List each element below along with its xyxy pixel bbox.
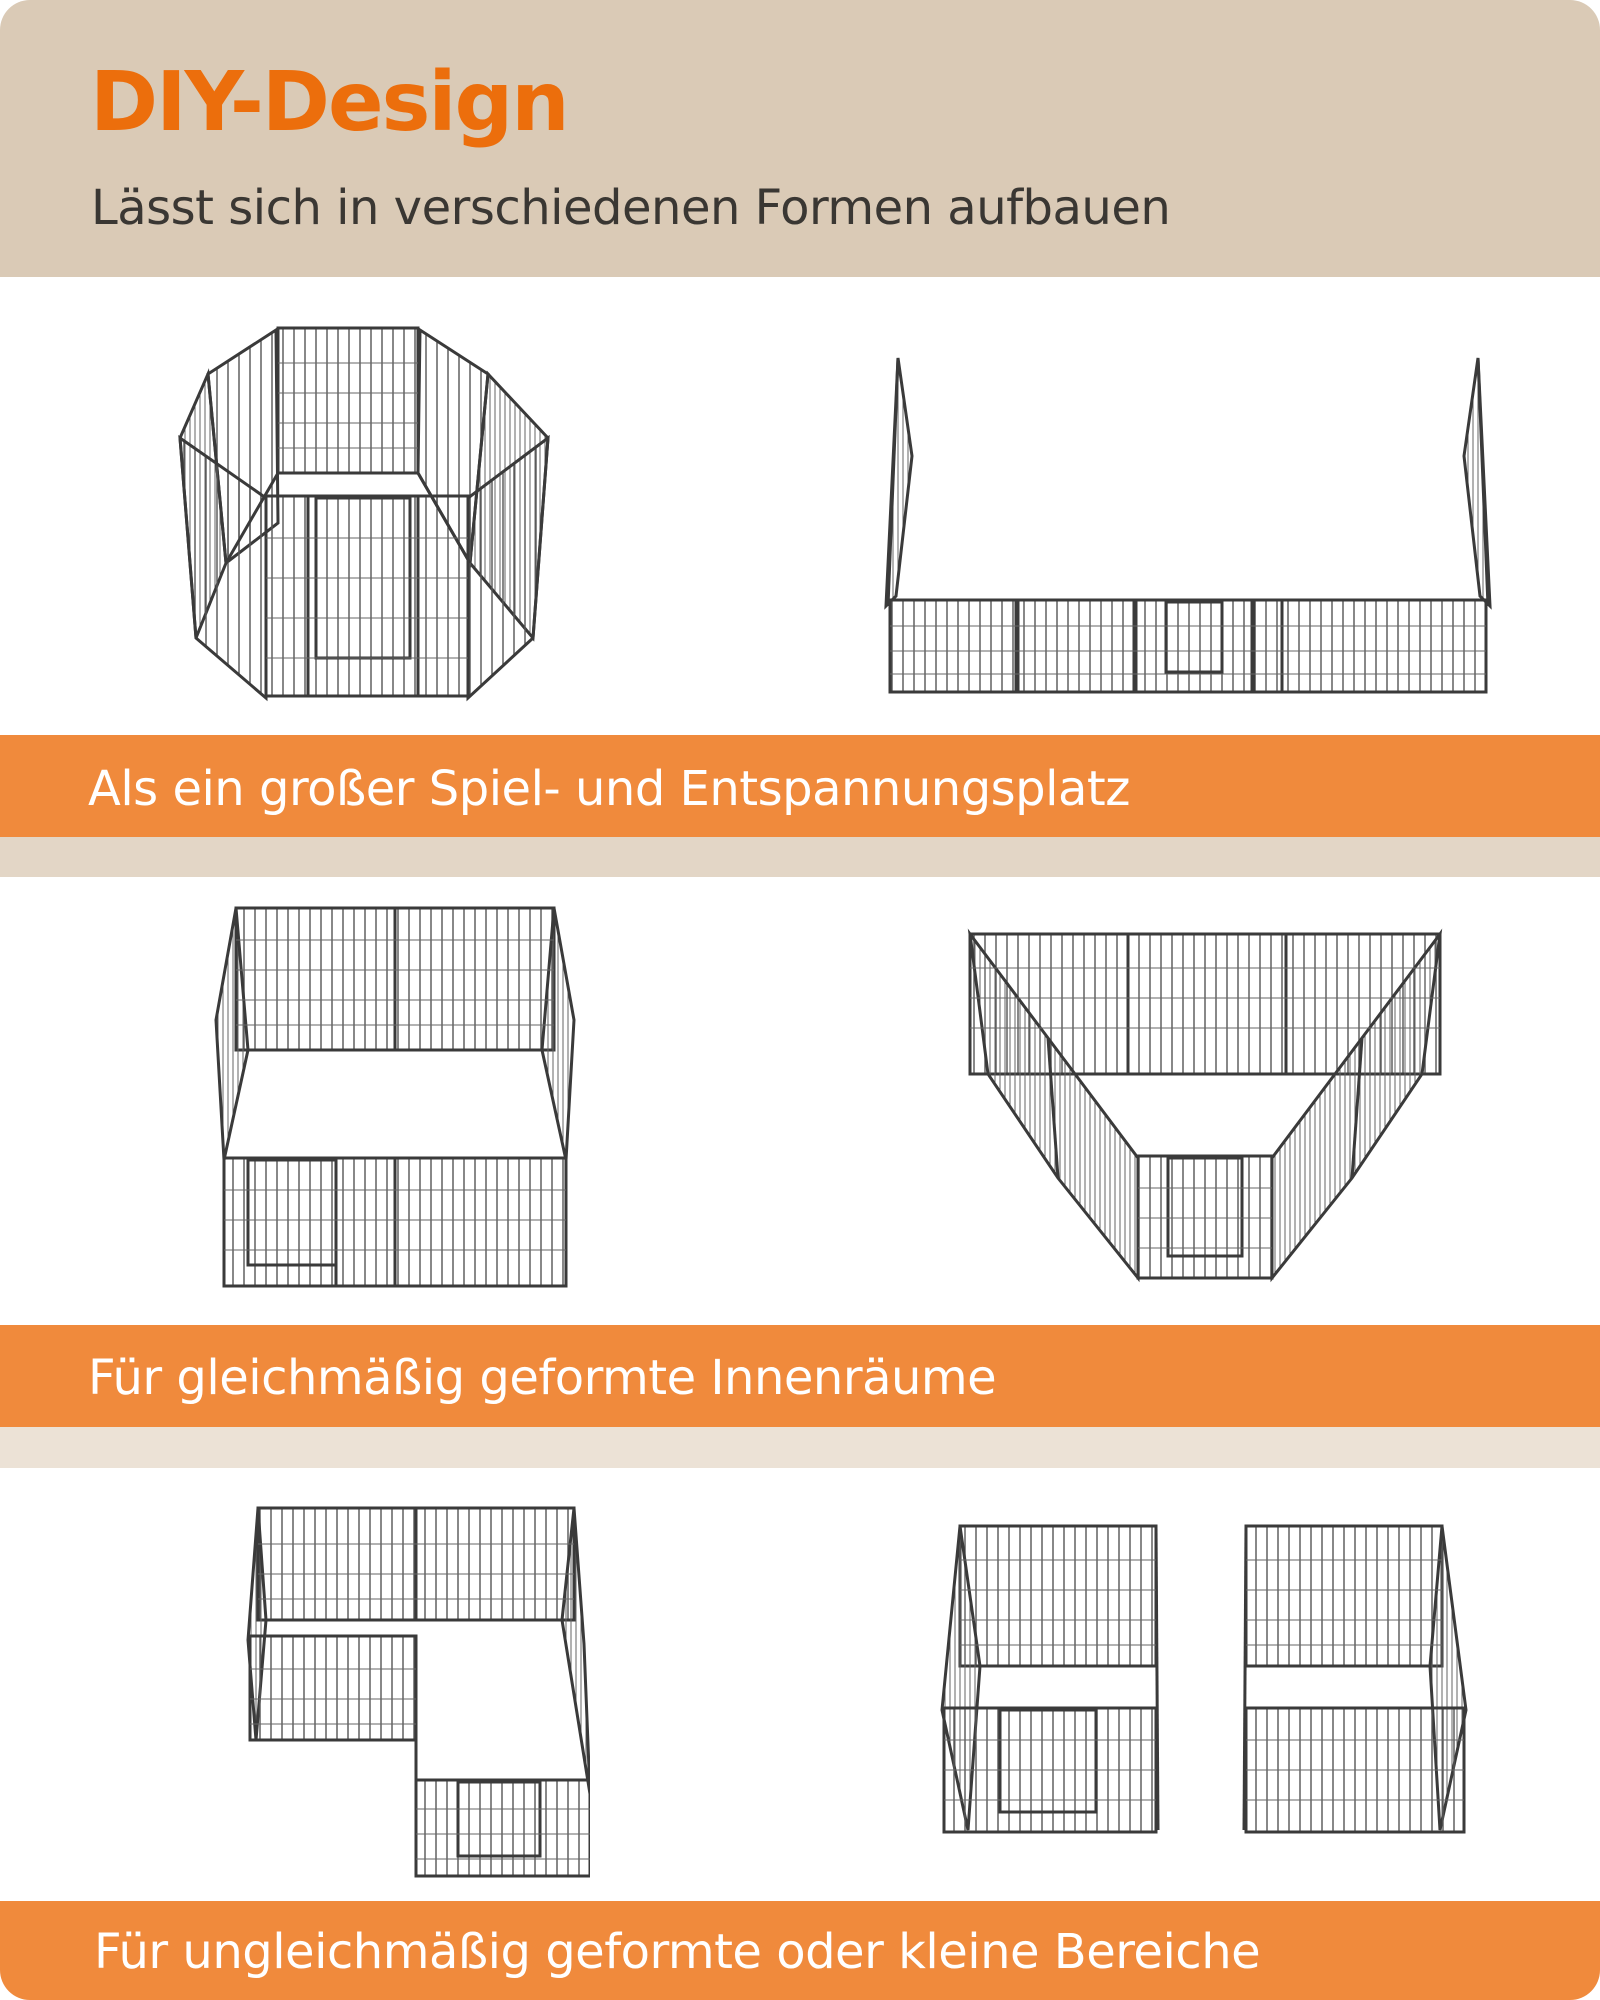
section-divider-1: [0, 837, 1600, 877]
caption-regular-rooms: Für gleichmäßig geformte Innenräume: [88, 1350, 997, 1406]
small-pen-illustration: [1240, 1520, 1472, 1840]
caption-irregular-small-areas: Für ungleichmäßig geformte oder kleine B…: [94, 1924, 1261, 1980]
square-pen-illustration: [206, 900, 584, 1292]
header-banner: DIY-Design Lässt sich in verschiedenen F…: [0, 0, 1600, 277]
page-subtitle: Lässt sich in verschiedenen Formen aufba…: [91, 180, 1171, 236]
u-shape-pen-illustration: [876, 356, 1500, 696]
trapezoid-pen-illustration: [958, 928, 1452, 1286]
l-shape-pen-illustration: [244, 1504, 590, 1882]
caption-band-2: Für gleichmäßig geformte Innenräume: [0, 1325, 1600, 1427]
caption-large-play-area: Als ein großer Spiel- und Entspannungspl…: [88, 761, 1130, 817]
small-pen-with-door-illustration: [938, 1520, 1166, 1840]
caption-band-1: Als ein großer Spiel- und Entspannungspl…: [0, 735, 1600, 837]
section-divider-2: [0, 1427, 1600, 1468]
caption-band-3: Für ungleichmäßig geformte oder kleine B…: [0, 1901, 1600, 2000]
octagon-pen-illustration: [168, 308, 588, 708]
page-title: DIY-Design: [90, 55, 570, 150]
